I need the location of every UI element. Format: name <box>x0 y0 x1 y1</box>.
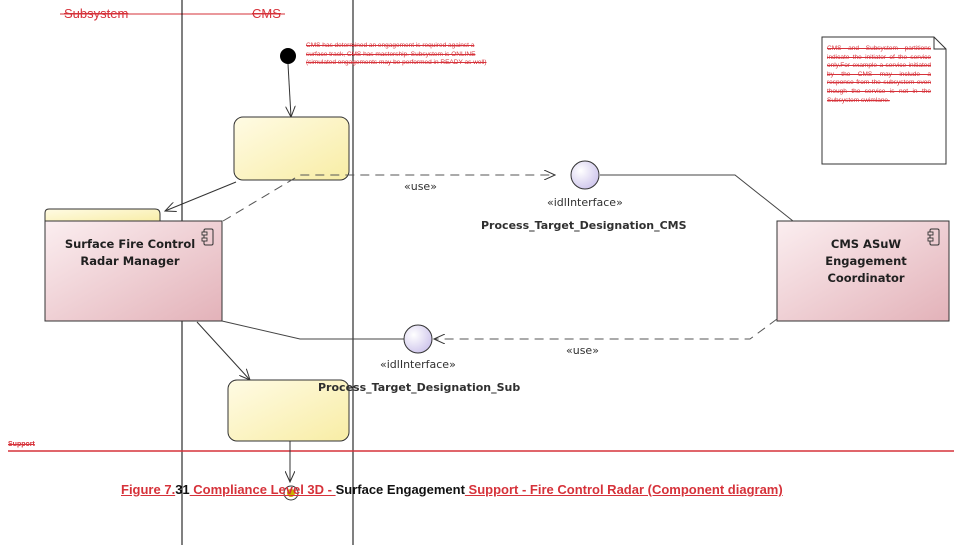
final-node[interactable] <box>283 485 299 501</box>
component-icon <box>927 228 940 246</box>
flow-initial-to-activity <box>288 63 291 117</box>
flow-activity-to-component <box>165 181 237 211</box>
initial-node[interactable] <box>280 48 296 64</box>
lane-title-support: Support <box>8 441 35 448</box>
realization-top <box>600 174 794 222</box>
asuw-coordinator-name: CMS ASuW Engagement Coordinator <box>825 237 907 285</box>
realization-bottom <box>221 320 404 340</box>
side-note-shape[interactable] <box>821 36 947 165</box>
use-dependency-bottom <box>434 318 778 339</box>
caption-number: 31 <box>175 482 190 497</box>
caption-title: Surface Engagement <box>335 482 465 497</box>
flow-component-to-activity <box>196 321 250 380</box>
component-tab <box>44 208 161 222</box>
lane-title-cms: CMS <box>252 6 281 21</box>
caption-prefix: Figure 7. <box>121 482 176 497</box>
interface-cms-stereotype: «idlInterface» <box>547 196 623 209</box>
radar-manager-component[interactable] <box>44 220 223 322</box>
caption-level: Compliance Level 3D - <box>189 482 336 497</box>
interface-sub-name: Process_Target_Designation_Sub <box>318 381 521 394</box>
figure-caption: Figure 7.31 Compliance Level 3D - Surfac… <box>121 482 783 497</box>
initial-node-note: CMS has determined an engagement is requ… <box>306 42 487 67</box>
interface-cms-name: Process_Target_Designation_CMS <box>481 219 687 232</box>
use-label-bottom: «use» <box>566 344 599 357</box>
side-note-text: CMS and Subsystem partitions indicate th… <box>827 45 931 104</box>
lane-title-subsystem: Subsystem <box>64 6 129 21</box>
use-label-top: «use» <box>404 180 437 193</box>
component-icon <box>201 228 214 246</box>
use-dependency-top <box>222 175 555 222</box>
interface-sub-lollipop[interactable] <box>403 324 433 354</box>
interface-cms-lollipop[interactable] <box>570 160 600 190</box>
asuw-coordinator-component[interactable] <box>776 220 950 322</box>
activity-top[interactable] <box>233 116 350 181</box>
interface-sub-stereotype: «idlInterface» <box>380 358 456 371</box>
radar-manager-name: Surface Fire Control Radar Manager <box>64 237 196 268</box>
activity-bottom[interactable] <box>227 379 350 442</box>
caption-suffix: Support - Fire Control Radar (Component … <box>464 482 783 497</box>
